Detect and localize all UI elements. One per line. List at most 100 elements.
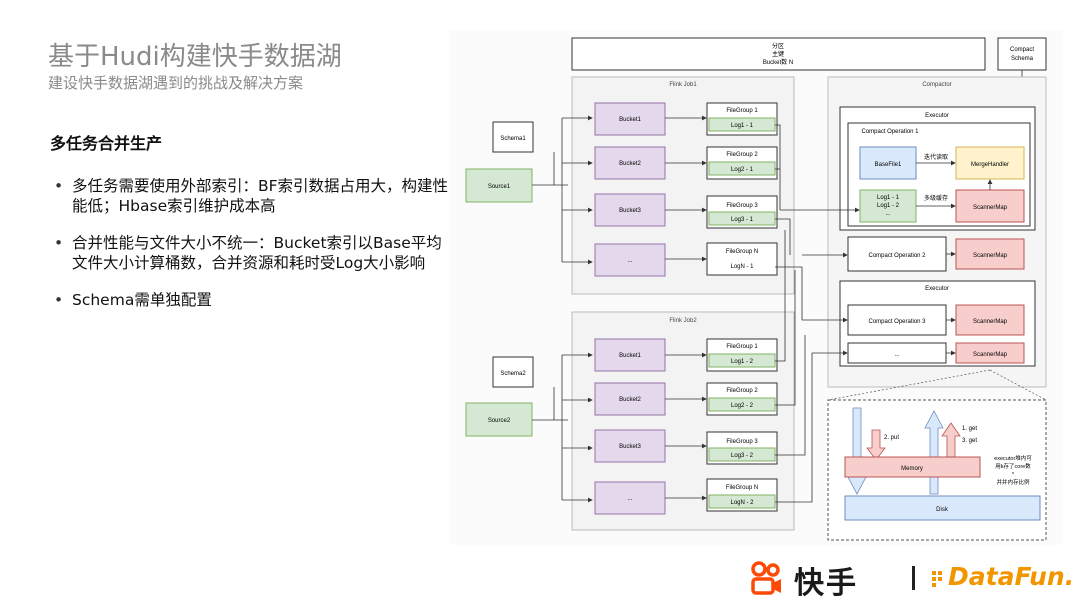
scanner-map-box [955, 189, 1025, 223]
scanner-map-label: ScannerMap [973, 319, 1008, 325]
source2-box [465, 402, 533, 437]
bucket-count-label: Bucket数 N [763, 58, 793, 66]
merge-handler-label: MergeHandler [971, 162, 1009, 168]
scanner-map-box [955, 304, 1025, 336]
iter-read-label: 迭代读取 [924, 153, 948, 161]
log-box [708, 211, 776, 226]
filegroup-box [706, 242, 778, 276]
kuaishou-wordmark: 快手 [794, 566, 858, 601]
log-label: Log2 - 2 [731, 403, 754, 409]
log-box [708, 117, 776, 132]
compact-schema-box [997, 37, 1047, 71]
log-label: Log1 - 1 [731, 123, 754, 129]
zoom-line [989, 369, 1047, 401]
bullet-list: 多任务需要使用外部索引：BF索引数据占用大，构建性能低；Hbase索引维护成本高… [50, 176, 450, 327]
filegroup-label: FileGroup 1 [726, 108, 758, 114]
executor-note: * [1012, 472, 1015, 478]
job2-rows: Bucket1 Bucket2 Bucket3 ... FileGroup 1 … [594, 338, 778, 515]
memory-label: Memory [901, 466, 923, 472]
log-label: Log3 - 2 [731, 453, 754, 459]
partition-box [571, 37, 986, 71]
bucket-label: Bucket1 [619, 353, 641, 359]
bucket-box [594, 193, 666, 227]
bucket-label: Bucket2 [619, 161, 641, 167]
filegroup-label: FileGroup 3 [726, 203, 758, 209]
bucket-label: Bucket1 [619, 117, 641, 123]
source1-box [465, 168, 533, 203]
partition-label: 分区 [772, 42, 784, 50]
compact-schema-label: Schema [1011, 56, 1034, 62]
get-arrow [941, 422, 961, 459]
memory-box [844, 456, 981, 478]
scanner-map-label: ScannerMap [973, 352, 1008, 358]
filegroup-label: FileGroup N [726, 485, 758, 491]
log-label: LogN - 2 [730, 500, 754, 506]
scanner-map-box [955, 238, 1025, 270]
executor-note: 用k存了core数 [995, 462, 1031, 470]
primary-key-label: 主键 [772, 50, 784, 58]
basefile-label: BaseFile1 [875, 162, 902, 168]
bucket-to-filegroup-arrows [665, 115, 707, 262]
log-box [708, 353, 776, 368]
log-box [708, 447, 776, 462]
footer-divider [912, 566, 915, 590]
log-box [708, 397, 776, 412]
log-label: Log3 - 1 [731, 217, 754, 223]
flow-up-arrow [924, 410, 944, 495]
compact-op1-label: Compact Operation 1 [861, 129, 919, 135]
merge-handler-box [955, 146, 1025, 180]
section-heading: 多任务合并生产 [50, 134, 163, 153]
source1-fanout [532, 115, 593, 265]
executor-label: Executor [925, 113, 949, 119]
put-arrow [866, 429, 886, 461]
bullet-item: 合并性能与文件大小不统一：Bucket索引以Base平均文件大小计算桶数，合并资… [50, 233, 450, 273]
executor-note: 并并内存比例 [996, 478, 1030, 486]
bucket-to-filegroup-arrows [665, 352, 707, 501]
put-label: 2. put [884, 435, 899, 441]
datafun-mark-icon [932, 571, 942, 587]
schema2-label: Schema2 [500, 371, 526, 377]
bucket-label: Bucket3 [619, 208, 641, 214]
bucket-label: Bucket3 [619, 444, 641, 450]
bullet-item: Schema需单独配置 [50, 290, 450, 310]
zoom-line [827, 369, 991, 401]
compact-schema-label: Compact [1010, 47, 1034, 53]
log-item: Log1 - 1 [877, 195, 900, 201]
bucket-box [594, 338, 666, 372]
log-box [708, 161, 776, 176]
compact-op2-label: Compact Operation 2 [868, 253, 926, 259]
filegroup-label: FileGroup 2 [726, 388, 758, 394]
disk-label: Disk [936, 507, 949, 513]
log-label: Log1 - 2 [731, 359, 754, 365]
get1-label: 1. get [962, 426, 977, 432]
bucket-label: ... [627, 496, 632, 502]
bucket-box [594, 146, 666, 180]
bucket-box [594, 429, 666, 463]
executor-label: Executor [925, 286, 949, 292]
log-box [708, 494, 776, 509]
get3-label: 3. get [962, 438, 977, 444]
scanner-map-label: ScannerMap [973, 205, 1008, 211]
schema1-label: Schema1 [500, 136, 526, 142]
flink-job1-label: Flink Job1 [669, 82, 697, 88]
flink-job2-label: Flink Job2 [669, 318, 697, 324]
executor-note: executor堆内可 [994, 454, 1032, 462]
schema1-box [492, 121, 534, 153]
bucket-box [594, 382, 666, 416]
compactor-label: Compactor [922, 82, 951, 88]
filegroup-label: FileGroup N [726, 249, 758, 255]
architecture-diagram: 分区 主键 Bucket数 N Compact Schema Flink Job… [450, 30, 1062, 545]
disk-box [844, 495, 1041, 521]
filegroup-label: FileGroup 2 [726, 152, 758, 158]
filegroup-label: FileGroup 1 [726, 344, 758, 350]
bucket-box [594, 102, 666, 136]
source2-label: Source2 [488, 418, 511, 424]
page-title: 基于Hudi构建快手数据湖 [48, 42, 342, 72]
diagram-svg: 分区 主键 Bucket数 N Compact Schema Flink Job… [465, 37, 1047, 541]
filegroup-label: FileGroup 3 [726, 439, 758, 445]
source1-label: Source1 [488, 184, 511, 190]
datafun-wordmark: DataFun. [948, 562, 1075, 591]
compact-op3-label: Compact Operation 3 [868, 319, 926, 325]
schema2-box [492, 356, 534, 388]
kuaishou-logo-icon [751, 561, 781, 595]
